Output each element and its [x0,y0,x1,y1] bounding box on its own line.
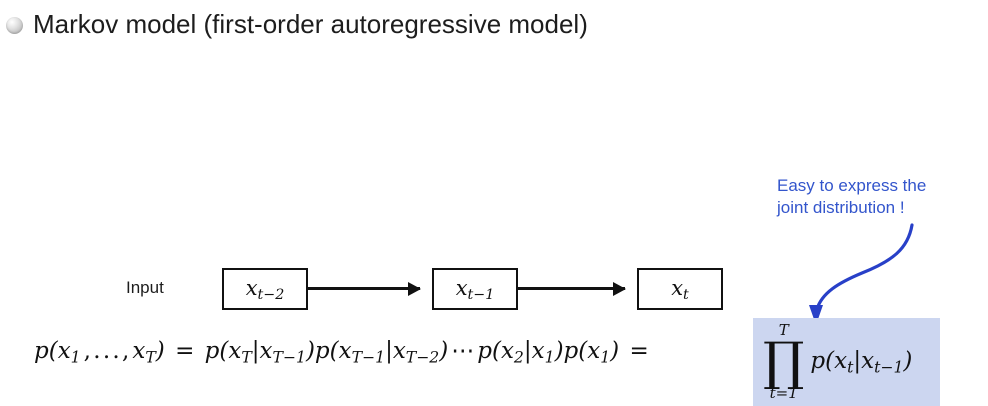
annotation-callout: Easy to express the joint distribution ! [777,175,926,219]
product-upper-limit: T [778,320,789,339]
annotation-line-2: joint distribution ! [777,198,905,217]
product-operator: T ∏ t=1 [763,320,805,403]
slide-title-row: Markov model (first-order autoregressive… [6,8,588,40]
product-highlight-box [753,318,940,406]
equation-rhs-chain: p(xT|xT−1)p(xT−1|xT−2)⋯p(x2|x1)p(x1) [204,338,620,367]
node-box-x-t: xt [637,268,723,310]
product-symbol: ∏ [763,331,805,392]
node-label-x-t: xt [671,275,689,303]
product-body: p(xt|xt−1) [810,347,913,377]
curved-arrow-icon [809,223,914,325]
equation-equals-1: = [175,338,195,364]
product-expression: T ∏ t=1 p(xt|xt−1) [763,318,912,406]
node-label-x-t-minus-2: xt−2 [245,275,285,303]
page-title: Markov model (first-order autoregressive… [33,9,588,39]
input-label: Input [126,278,164,297]
gray-sphere-bullet-icon [6,17,23,34]
annotation-line-1: Easy to express the [777,176,927,195]
arrow-edge-2 [518,282,626,295]
equation-equals-2: = [629,338,649,364]
node-box-x-t-minus-2: xt−2 [222,268,308,310]
equation-lhs: p(x1, . . . ,xT) [34,338,165,367]
node-label-x-t-minus-1: xt−1 [455,275,495,303]
joint-distribution-equation: p(x1, . . . ,xT) = p(xT|xT−1)p(xT−1|xT−2… [34,338,652,366]
product-lower-limit: t=1 [769,384,798,403]
arrow-edge-1 [308,282,421,295]
node-box-x-t-minus-1: xt−1 [432,268,518,310]
